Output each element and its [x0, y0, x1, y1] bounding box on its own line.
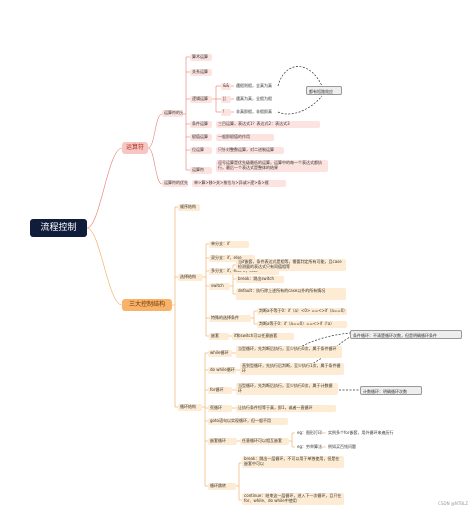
- selection-nested-detail: if和switch可以任意嵌套: [232, 333, 294, 340]
- nested-loop-node: 嵌套循环: [208, 438, 237, 445]
- goto-node: goto语句以实现循环，但一般不用: [208, 418, 288, 425]
- dead-loop-node: 死循环: [208, 405, 232, 412]
- dead-loop-detail: 让执行条件恒等于真，即1，或者一直循环: [236, 405, 336, 412]
- nested-print-desc: 实例多个for嵌套，用外循环来遍历行: [328, 430, 394, 435]
- for-detail: 当型循环，先判断后执行，至少执行0次，属于计数循环: [236, 383, 338, 395]
- double-branch-node: 双分支：if，else: [209, 255, 255, 262]
- precedence-detail: 单>算>移>关>按位与>异或>逻>条>赋: [192, 180, 286, 187]
- special-condition-node: 特殊的选择条件: [209, 315, 251, 322]
- loop-jump-node: 循环跳转: [208, 483, 236, 490]
- loop-node: 循环结构: [178, 404, 202, 411]
- special-zero-detail: 判断a等于0：if（a==0）==<>if（!a）: [257, 321, 347, 328]
- single-branch-node: 单分支：if: [209, 241, 249, 248]
- logic-not-detail: 非真即假，非假即真: [236, 109, 272, 114]
- bitwise-node: 位运算: [190, 147, 212, 154]
- do-while-node: do while循环: [208, 367, 236, 374]
- while-note-callout: 条件循环：不清楚循环次数，但是明确循环条件: [350, 330, 462, 339]
- while-detail: 当型循环，先判断后执行，至少执行0次，属于条件循环: [236, 346, 342, 358]
- root-node: 流程控制: [30, 219, 87, 237]
- logic-or-node: ||: [221, 96, 231, 103]
- comma-node: 运算符: [190, 167, 212, 174]
- arithmetic-node: 算术运算: [190, 54, 212, 61]
- switch-break-detail: break：跳出switch: [236, 276, 284, 283]
- conditional-detail: 三目运算，表达式1？表达式2：表达式3: [216, 121, 320, 128]
- operators-node: 运算符: [122, 142, 148, 154]
- special-not-zero-detail: 判断a不等于0：if（a）<0> ==<>if（a==0）: [257, 308, 347, 315]
- assignment-detail: 一般即赋值的作用: [216, 134, 274, 141]
- nested-exhaustive-desc: 例如买百钱问题: [328, 444, 356, 449]
- comma-detail: 逗号运算是优先级最低的运算，运算中的每一个表达式都执行，最后一个表达式是整体的结…: [216, 160, 328, 172]
- watermark: CSDN @NTBLZ: [438, 501, 468, 506]
- structures-node: 三大控制结构: [122, 299, 172, 311]
- logic-and-node: &&: [221, 83, 231, 90]
- precedence-node: 运算符的优先级: [162, 180, 188, 187]
- nested-loop-detail: 任意循环可以相互嵌套: [240, 438, 289, 445]
- selection-nested-node: 嵌套: [209, 333, 229, 340]
- for-node: for循环: [208, 387, 232, 394]
- continue-detail: continue：结束这一层循环，进入下一次循环，且只在for、while、do…: [242, 493, 344, 505]
- do-while-detail: 直到型循环，先执行后判断，至少执行1次，属于条件循环: [240, 363, 344, 375]
- operator-categories-node: 运算符的分类: [162, 110, 183, 117]
- bitwise-detail: 只针对整数运算，对二进制运算: [216, 147, 284, 154]
- short-circuit-callout: 都有短路效应: [306, 86, 342, 95]
- for-note-callout: 计数循环：明确循环次数: [360, 386, 422, 395]
- logic-or-detail: 遇真为真，全假为假: [236, 96, 272, 101]
- switch-default-detail: default：执行除上述所有的case以外的所有情况: [236, 288, 346, 300]
- logic-not-node: !: [221, 109, 231, 116]
- logic-and-detail: 遇假则假，全真为真: [236, 83, 272, 88]
- nested-eg-exhaustive: eg：穷举算法: [297, 444, 322, 449]
- logical-node: 逻辑运算: [190, 96, 212, 103]
- assignment-node: 赋值运算: [190, 134, 212, 141]
- switch-node: switch: [209, 283, 230, 290]
- multi-branch-node: 多分支：if，else if，else: [209, 268, 279, 275]
- relational-node: 关系运算: [190, 69, 212, 76]
- break-detail: break：跳出一层循环，不可以用于单独使用，但是在嵌套中可以: [242, 456, 344, 468]
- selection-node: 选择结构: [178, 274, 203, 281]
- conditional-node: 条件运算: [190, 121, 212, 128]
- sequence-node: 顺序结构: [178, 204, 200, 211]
- nested-eg-print: eg：图形打印: [297, 430, 322, 435]
- while-node: while循环: [208, 350, 232, 357]
- switch-usage-detail: 当if嵌套，条件表达式是相等，需要判定所有可能，且case 检测量的表达式只有同…: [236, 259, 346, 271]
